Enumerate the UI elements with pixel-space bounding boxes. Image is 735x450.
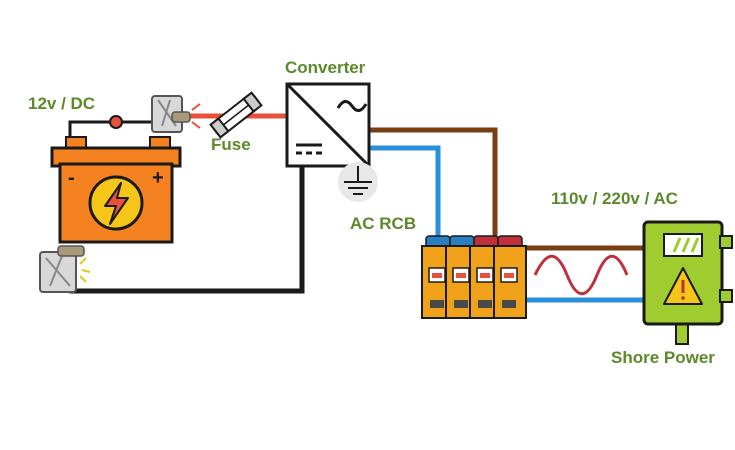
spark-icon-2 [79, 257, 91, 283]
fuse-icon [209, 91, 263, 139]
battery-voltage-label: 12v / DC [28, 94, 96, 113]
converter-icon [285, 82, 371, 168]
black-dc-negative-wire [69, 162, 305, 294]
ground-icon [338, 162, 378, 202]
ac-voltage-label: 110v / 220v / AC [551, 189, 678, 208]
rcb-breaker-block [421, 235, 527, 319]
rcb-label: AC RCB [350, 214, 417, 233]
negative-clamp [39, 245, 85, 293]
fuse-label: Fuse [211, 135, 251, 154]
positive-clamp [151, 95, 191, 133]
bolt-icon [104, 182, 129, 225]
warning-icon [663, 267, 703, 305]
shore-power-pedestal [642, 220, 733, 345]
lead-node [109, 115, 123, 129]
spark-icon [191, 103, 202, 129]
battery-negative-sign: - [68, 167, 75, 189]
sine-wave-icon [533, 254, 629, 296]
battery-positive-sign: + [152, 167, 164, 189]
converter-label: Converter [285, 58, 366, 77]
blue-neutral-wire [365, 145, 441, 251]
shore-power-label: Shore Power [611, 348, 715, 367]
battery: - + [50, 136, 182, 244]
breaker-4 [493, 235, 527, 319]
brown-live-wire [365, 127, 648, 251]
